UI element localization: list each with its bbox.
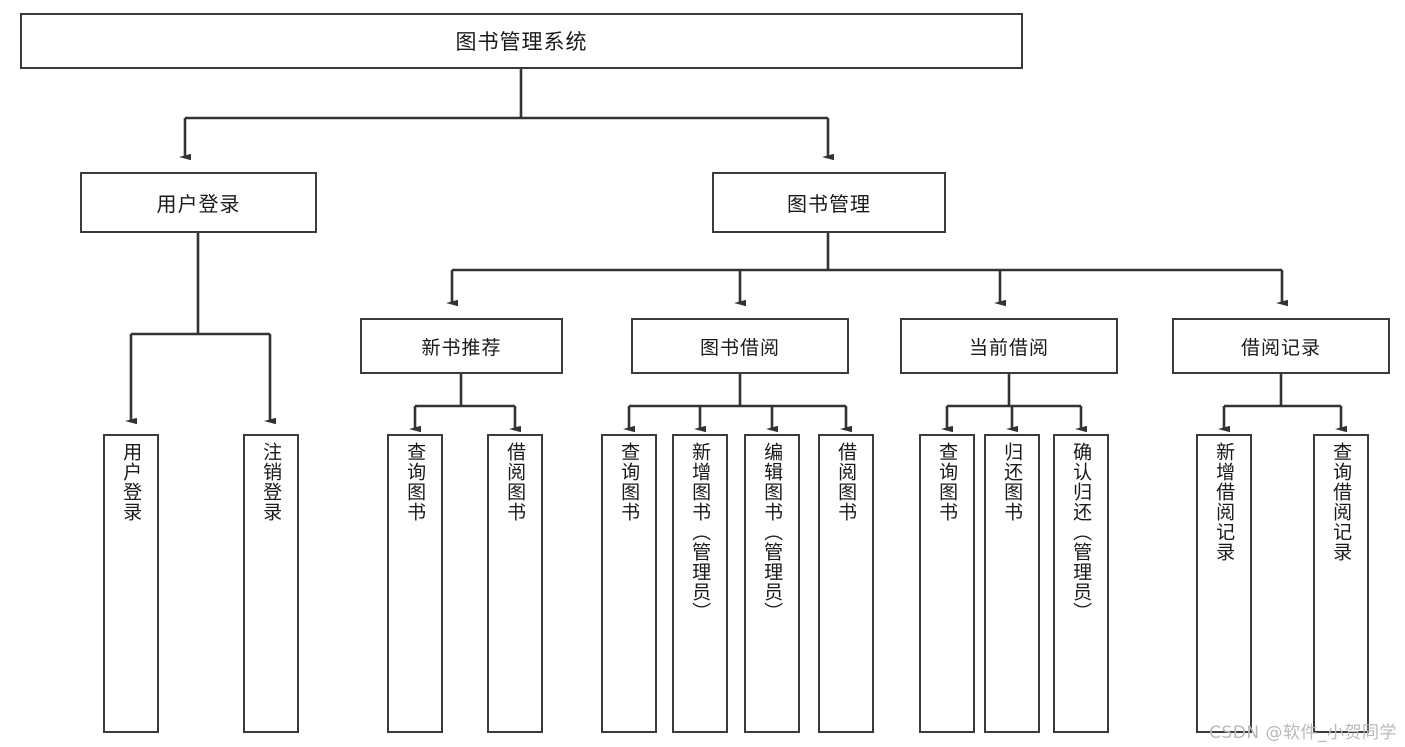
node-borrow-record[interactable]: 借阅记录 <box>1172 318 1390 374</box>
node-book-borrow-label: 图书借阅 <box>699 336 780 359</box>
node-root[interactable]: 图书管理系统 <box>20 13 1023 69</box>
node-root-label: 图书管理系统 <box>455 30 588 54</box>
node-leaf-edit-book[interactable]: 编辑图书（管理员） <box>744 434 800 733</box>
node-leaf-add-record[interactable]: 新增借阅记录 <box>1196 434 1252 733</box>
node-leaf-confirm-return-label: 确认归还（管理员） <box>1070 442 1093 622</box>
node-new-book-recommend-label: 新书推荐 <box>421 336 502 359</box>
node-user-login-label: 用户登录 <box>156 192 241 216</box>
node-user-login[interactable]: 用户登录 <box>80 172 317 233</box>
node-leaf-borrow-book-1-label: 借阅图书 <box>504 442 527 522</box>
node-leaf-borrow-book-2-label: 借阅图书 <box>835 442 858 522</box>
node-leaf-user-login[interactable]: 用户登录 <box>103 434 159 733</box>
node-leaf-query-book-1[interactable]: 查询图书 <box>387 434 443 733</box>
node-leaf-user-login-label: 用户登录 <box>120 442 143 522</box>
node-leaf-return-book[interactable]: 归还图书 <box>984 434 1040 733</box>
node-borrow-record-label: 借阅记录 <box>1240 336 1321 359</box>
node-leaf-query-book-1-label: 查询图书 <box>404 442 427 522</box>
node-leaf-add-book[interactable]: 新增图书（管理员） <box>672 434 728 733</box>
node-leaf-edit-book-label: 编辑图书（管理员） <box>761 442 784 622</box>
node-leaf-query-record-label: 查询借阅记录 <box>1330 442 1353 562</box>
node-leaf-add-record-label: 新增借阅记录 <box>1213 442 1236 562</box>
node-current-borrow[interactable]: 当前借阅 <box>900 318 1118 374</box>
node-leaf-query-book-3[interactable]: 查询图书 <box>919 434 975 733</box>
node-leaf-return-book-label: 归还图书 <box>1001 442 1024 522</box>
node-leaf-query-book-3-label: 查询图书 <box>936 442 959 522</box>
node-new-book-recommend[interactable]: 新书推荐 <box>360 318 563 374</box>
csdn-watermark: CSDN @软件_小贺同学 <box>1209 723 1397 743</box>
node-leaf-logout-label: 注销登录 <box>260 442 283 522</box>
node-leaf-logout[interactable]: 注销登录 <box>243 434 299 733</box>
node-leaf-borrow-book-2[interactable]: 借阅图书 <box>818 434 874 733</box>
node-leaf-confirm-return[interactable]: 确认归还（管理员） <box>1053 434 1109 733</box>
node-leaf-query-record[interactable]: 查询借阅记录 <box>1313 434 1369 733</box>
node-book-borrow[interactable]: 图书借阅 <box>631 318 849 374</box>
node-leaf-query-book-2[interactable]: 查询图书 <box>601 434 657 733</box>
node-leaf-add-book-label: 新增图书（管理员） <box>689 442 712 622</box>
node-leaf-query-book-2-label: 查询图书 <box>618 442 641 522</box>
node-current-borrow-label: 当前借阅 <box>968 336 1049 359</box>
node-book-manage[interactable]: 图书管理 <box>712 172 946 233</box>
node-book-manage-label: 图书管理 <box>787 192 871 216</box>
node-leaf-borrow-book-1[interactable]: 借阅图书 <box>487 434 543 733</box>
